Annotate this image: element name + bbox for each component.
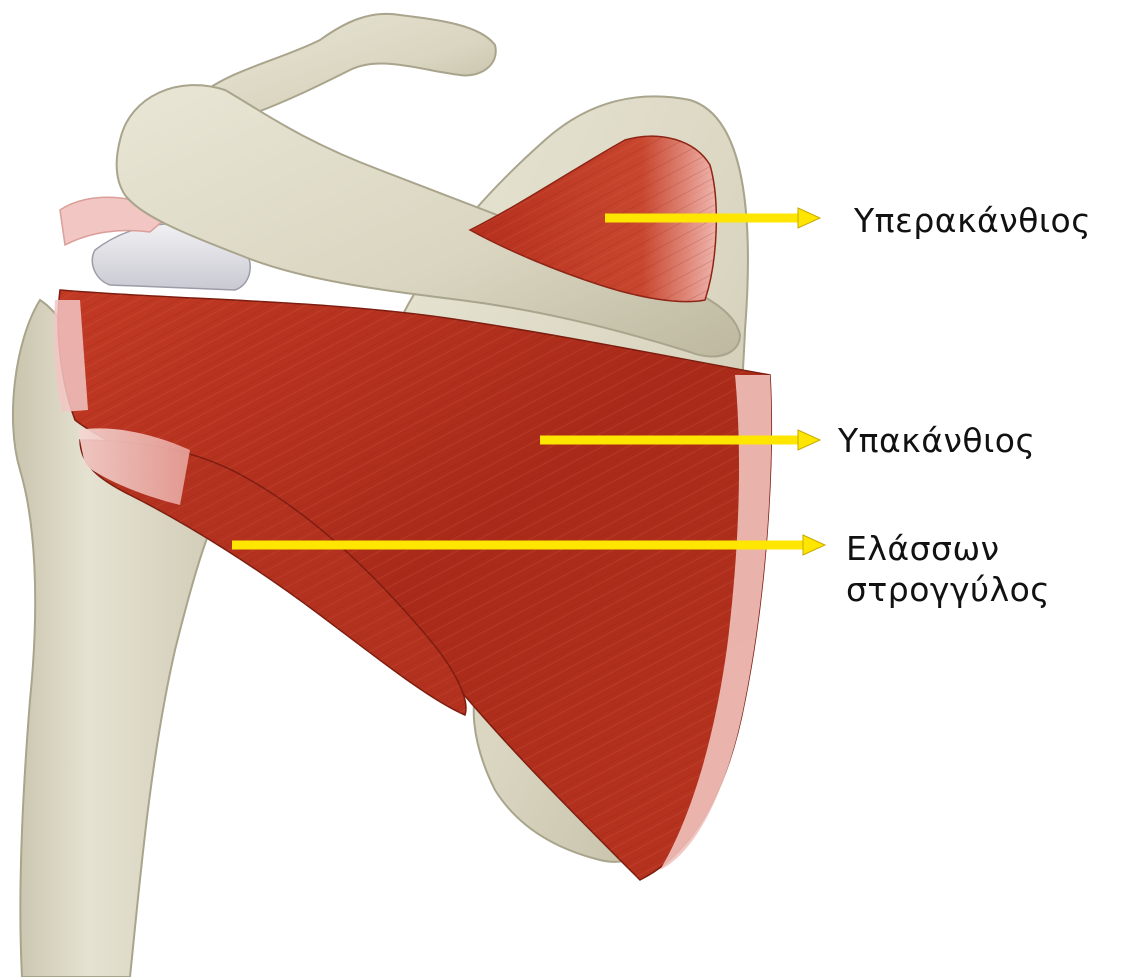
label-teres-minor-line1: Ελάσσων <box>846 528 1050 569</box>
label-teres-minor: Ελάσσων στρογγύλος <box>846 528 1050 611</box>
label-teres-minor-line2: στρογγύλος <box>846 569 1050 610</box>
label-supraspinatus: Υπερακάνθιος <box>854 200 1091 241</box>
label-infraspinatus: Υπακάνθιος <box>838 420 1035 461</box>
